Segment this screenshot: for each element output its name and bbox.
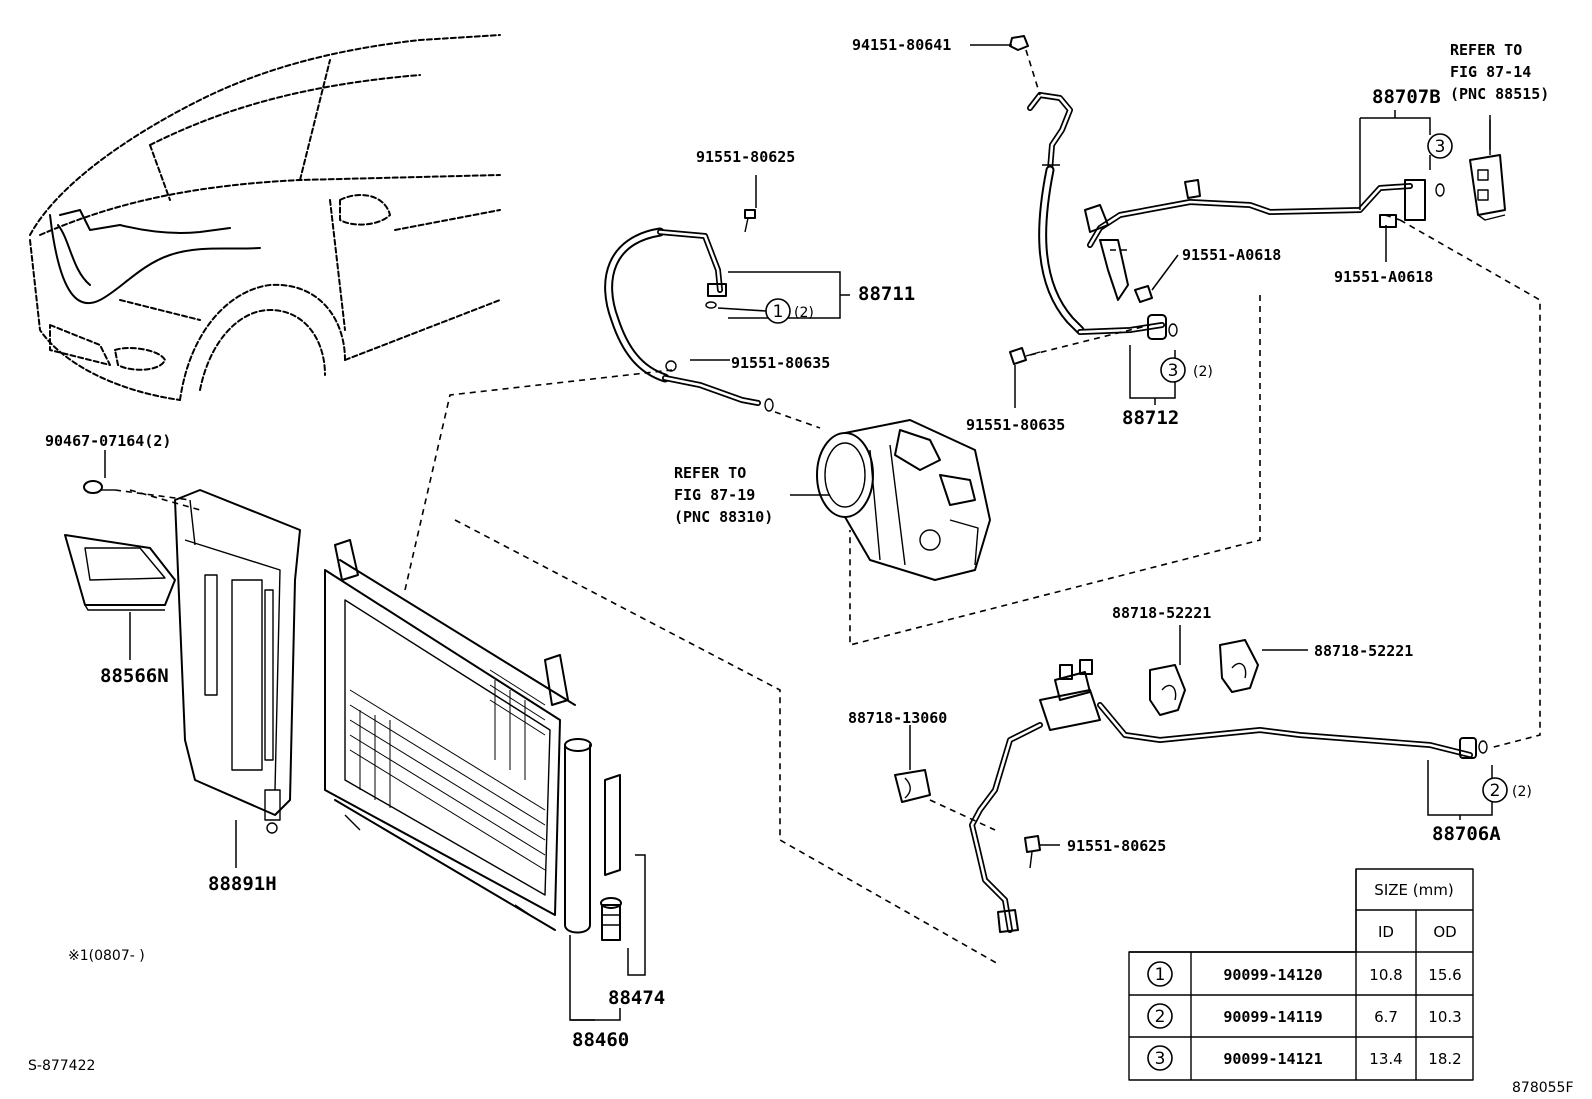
oring-ref-1: 1 (2)	[717, 298, 814, 324]
oring-ref-2: 2 (2)	[1482, 777, 1532, 803]
callout-88566n: 88566N	[100, 665, 169, 687]
note-text: ※1(0807- )	[68, 948, 145, 964]
callout-91551-a0618-right: 91551-A0618	[1334, 268, 1433, 286]
refer-fig-87-19-line3: (PNC 88310)	[674, 508, 773, 526]
svg-text:90099-14120: 90099-14120	[1223, 966, 1322, 984]
compressor-part	[816, 419, 991, 581]
svg-text:10.3: 10.3	[1428, 1008, 1461, 1026]
svg-text:3: 3	[1168, 361, 1179, 381]
svg-text:3: 3	[1435, 137, 1446, 157]
callout-88891h: 88891H	[208, 873, 277, 895]
svg-text:1: 1	[773, 302, 784, 322]
callout-88718-52221-a: 88718-52221	[1112, 604, 1211, 622]
clamp-88718-13060-part	[894, 769, 931, 803]
leader-lines	[104, 44, 1493, 1021]
footer-left-code: S-877422	[28, 1058, 95, 1074]
table-row: 1 90099-14120 10.8 15.6	[1147, 961, 1462, 987]
bolt-91551-80635-right-icon	[1009, 347, 1041, 365]
svg-text:2: 2	[1155, 1007, 1166, 1027]
receiver-tank-88474-part	[564, 738, 622, 941]
wire-harness-sketch	[49, 209, 261, 305]
suction-hose-88711-part	[604, 227, 774, 412]
svg-text:3: 3	[1155, 1049, 1166, 1069]
footer-right-code: 878055F	[1512, 1080, 1574, 1096]
clamp-88718-52221-b-part	[1219, 639, 1259, 693]
table-row: 3 90099-14121 13.4 18.2	[1147, 1045, 1462, 1071]
callout-88718-52221-b: 88718-52221	[1314, 642, 1413, 660]
svg-text:18.2: 18.2	[1428, 1050, 1461, 1068]
callout-91551-a0618-mid: 91551-A0618	[1182, 246, 1281, 264]
table-header-size: SIZE (mm)	[1374, 881, 1453, 899]
callout-91551-80625-top: 91551-80625	[696, 148, 795, 166]
clamp-88718-52221-a-part	[1149, 664, 1186, 716]
pipe-88707b-part	[1084, 179, 1445, 301]
callout-90467-07164: 90467-07164(2)	[45, 432, 171, 450]
routing-dashed-lines	[114, 49, 1541, 966]
callout-labels: 94151-80641 91551-80625 88711 91551-8063…	[28, 36, 1574, 1096]
svg-text:13.4: 13.4	[1369, 1050, 1402, 1068]
oring-size-table: SIZE (mm) ID OD 1 90099-14120 10.8 15.6 …	[1128, 868, 1474, 1081]
discharge-hose-88712-part	[1027, 92, 1178, 340]
table-row: 2 90099-14119 6.7 10.3	[1147, 1003, 1462, 1029]
seal-bracket-88891h-part	[174, 489, 301, 834]
clip-90467-07164-icon	[83, 480, 115, 494]
callout-88460: 88460	[572, 1029, 629, 1051]
oring-ref-3: 3 (2)	[1160, 357, 1213, 383]
callout-88711: 88711	[858, 283, 915, 305]
bolt-91551-a0618-mid-icon	[1134, 285, 1153, 303]
expansion-valve-88515-part	[1469, 120, 1506, 221]
refer-fig-87-14-line2: FIG 87-14	[1450, 63, 1531, 81]
svg-text:90099-14119: 90099-14119	[1223, 1008, 1322, 1026]
pipe-88706a-part	[969, 659, 1488, 933]
svg-text:1: 1	[1155, 965, 1166, 985]
callout-91551-80635-left: 91551-80635	[731, 354, 830, 372]
condenser-88460-part	[324, 539, 576, 931]
bolt-91551-80625-top-icon	[744, 209, 756, 233]
oring-ref-3-b: 3	[1427, 133, 1453, 159]
vehicle-outline-illustration	[29, 34, 501, 401]
refer-fig-87-19-line1: REFER TO	[674, 464, 746, 482]
nut-94151-80641-icon	[1009, 35, 1029, 51]
svg-text:(2): (2)	[794, 305, 814, 321]
table-header-id: ID	[1378, 923, 1394, 941]
svg-text:(2): (2)	[1193, 364, 1213, 380]
duct-88566n-part	[64, 534, 176, 611]
condenser-core-grid	[349, 669, 546, 871]
refer-fig-87-14-line1: REFER TO	[1450, 41, 1522, 59]
callout-88707b: 88707B	[1372, 86, 1441, 108]
callout-88718-13060: 88718-13060	[848, 709, 947, 727]
svg-text:2: 2	[1490, 781, 1501, 801]
svg-text:90099-14121: 90099-14121	[1223, 1050, 1322, 1068]
callout-91551-80635-right: 91551-80635	[966, 416, 1065, 434]
callout-88712: 88712	[1122, 407, 1179, 429]
callout-88474: 88474	[608, 987, 665, 1009]
bolt-91551-80625-bottom-icon	[1024, 835, 1041, 869]
callout-94151-80641: 94151-80641	[852, 36, 951, 54]
callout-91551-80625-bottom: 91551-80625	[1067, 837, 1166, 855]
svg-text:6.7: 6.7	[1374, 1008, 1398, 1026]
svg-text:15.6: 15.6	[1428, 966, 1461, 984]
table-header-od: OD	[1433, 923, 1456, 941]
callout-88706a: 88706A	[1432, 823, 1501, 845]
refer-fig-87-19-line2: FIG 87-19	[674, 486, 755, 504]
svg-text:(2): (2)	[1512, 784, 1532, 800]
svg-text:10.8: 10.8	[1369, 966, 1402, 984]
refer-fig-87-14-line3: (PNC 88515)	[1450, 85, 1549, 103]
